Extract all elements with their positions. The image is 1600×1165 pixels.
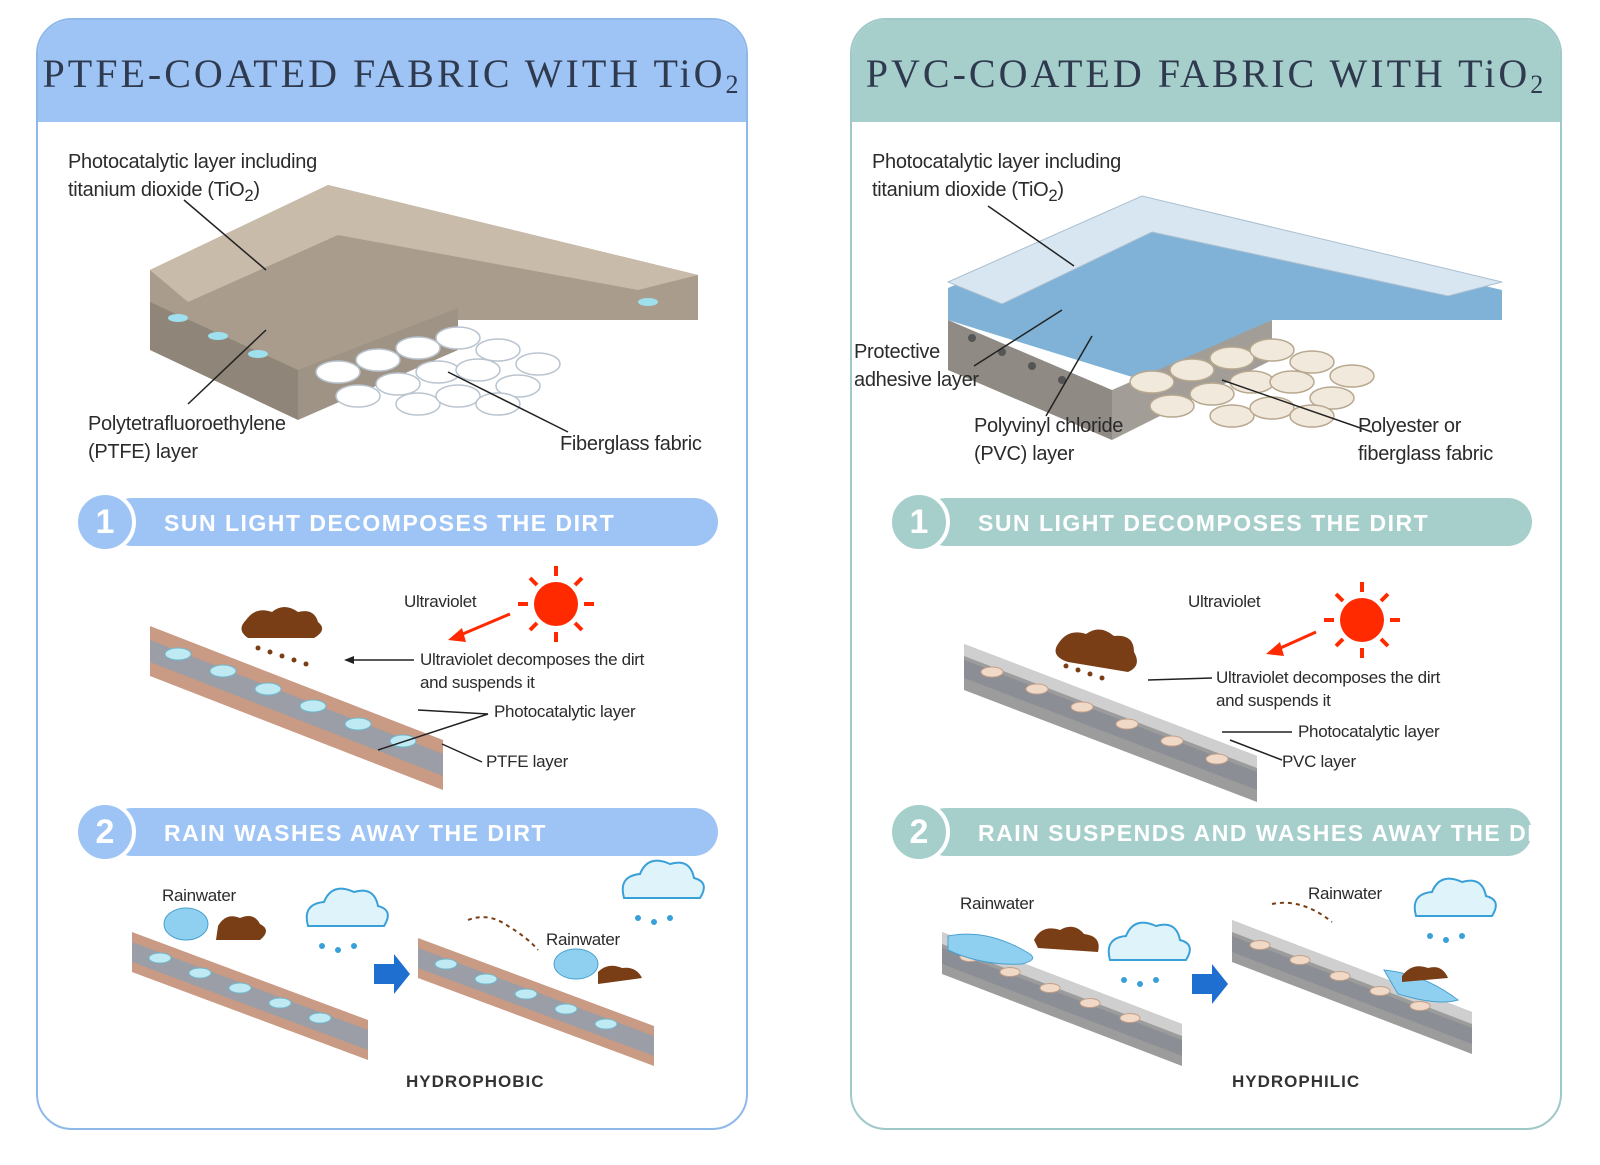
pvc-layer-label: Polyvinyl chloride(PVC) layer <box>974 415 1124 465</box>
cloud-rain-icon <box>305 887 389 953</box>
photocatalytic-layer-label: Photocatalytic layer <box>494 702 636 721</box>
rainwater-label: Rainwater <box>162 886 236 905</box>
pvc-panel: PVC-COATED FABRIC WITH TiO2 <box>850 18 1562 1130</box>
sun-icon <box>1324 582 1400 658</box>
step-1-title: SUN LIGHT DECOMPOSES THE DIRT <box>164 510 616 536</box>
pvc-panel-header <box>852 20 1560 122</box>
pvc-panel-title: PVC-COATED FABRIC WITH TiO2 <box>865 51 1547 99</box>
ptfe-layer-block <box>150 185 698 433</box>
pvc-rain-diagram <box>942 877 1497 1066</box>
right-arrow-icon <box>1192 964 1228 1004</box>
fiberglass-label: Fiberglass fabric <box>560 433 702 455</box>
hydrophobic-label: HYDROPHOBIC <box>406 1072 545 1091</box>
right-arrow-icon <box>374 954 410 994</box>
photocatalytic-layer-label: Photocatalytic layer <box>1298 722 1440 741</box>
pvc-layer-small-label: PVC layer <box>1282 752 1356 771</box>
pvc-layer-block <box>946 195 1503 440</box>
rainwater-label: Rainwater <box>546 930 620 949</box>
ptfe-panel-header <box>38 20 746 122</box>
water-drop-icon <box>163 907 209 941</box>
dirt-icon <box>241 607 323 667</box>
pvc-illustrations <box>942 195 1503 1066</box>
step-1-title: SUN LIGHT DECOMPOSES THE DIRT <box>978 510 1430 536</box>
ultraviolet-label: Ultraviolet <box>404 592 477 611</box>
cloud-rain-icon <box>1107 921 1191 987</box>
step-1-bar <box>922 498 1532 546</box>
rainwater-label: Rainwater <box>960 894 1034 913</box>
ptfe-panel-title: PTFE-COATED FABRIC WITH TiO2 <box>42 51 742 99</box>
hydrophilic-label: HYDROPHILIC <box>1232 1072 1361 1091</box>
step-1-number: 1 <box>888 491 950 553</box>
step-2-number: 2 <box>74 801 136 863</box>
rainwater-label: Rainwater <box>1308 884 1382 903</box>
step-2-bar <box>922 808 1532 856</box>
step-2-number: 2 <box>888 801 950 863</box>
ultraviolet-label: Ultraviolet <box>1188 592 1261 611</box>
ptfe-rain-diagram <box>132 859 705 1066</box>
sun-icon <box>518 566 594 642</box>
ptfe-panel: PTFE-COATED FABRIC WITH TiO2 <box>36 18 748 1130</box>
step-2-title: RAIN WASHES AWAY THE DIRT <box>164 820 547 846</box>
ptfe-layer-small-label: PTFE layer <box>486 752 569 771</box>
pvc-sunlight-diagram <box>964 582 1400 802</box>
step-2-title: RAIN SUSPENDS AND WASHES AWAY THE DIRT <box>978 820 1562 846</box>
step-1-number: 1 <box>74 491 136 553</box>
ptfe-sunlight-diagram <box>150 566 594 790</box>
step-1-bar <box>108 498 718 546</box>
ptfe-illustrations <box>132 185 705 1066</box>
step-2-bar <box>108 808 718 856</box>
ptfe-layer-label: Polytetrafluoroethylene(PTFE) layer <box>88 413 286 463</box>
